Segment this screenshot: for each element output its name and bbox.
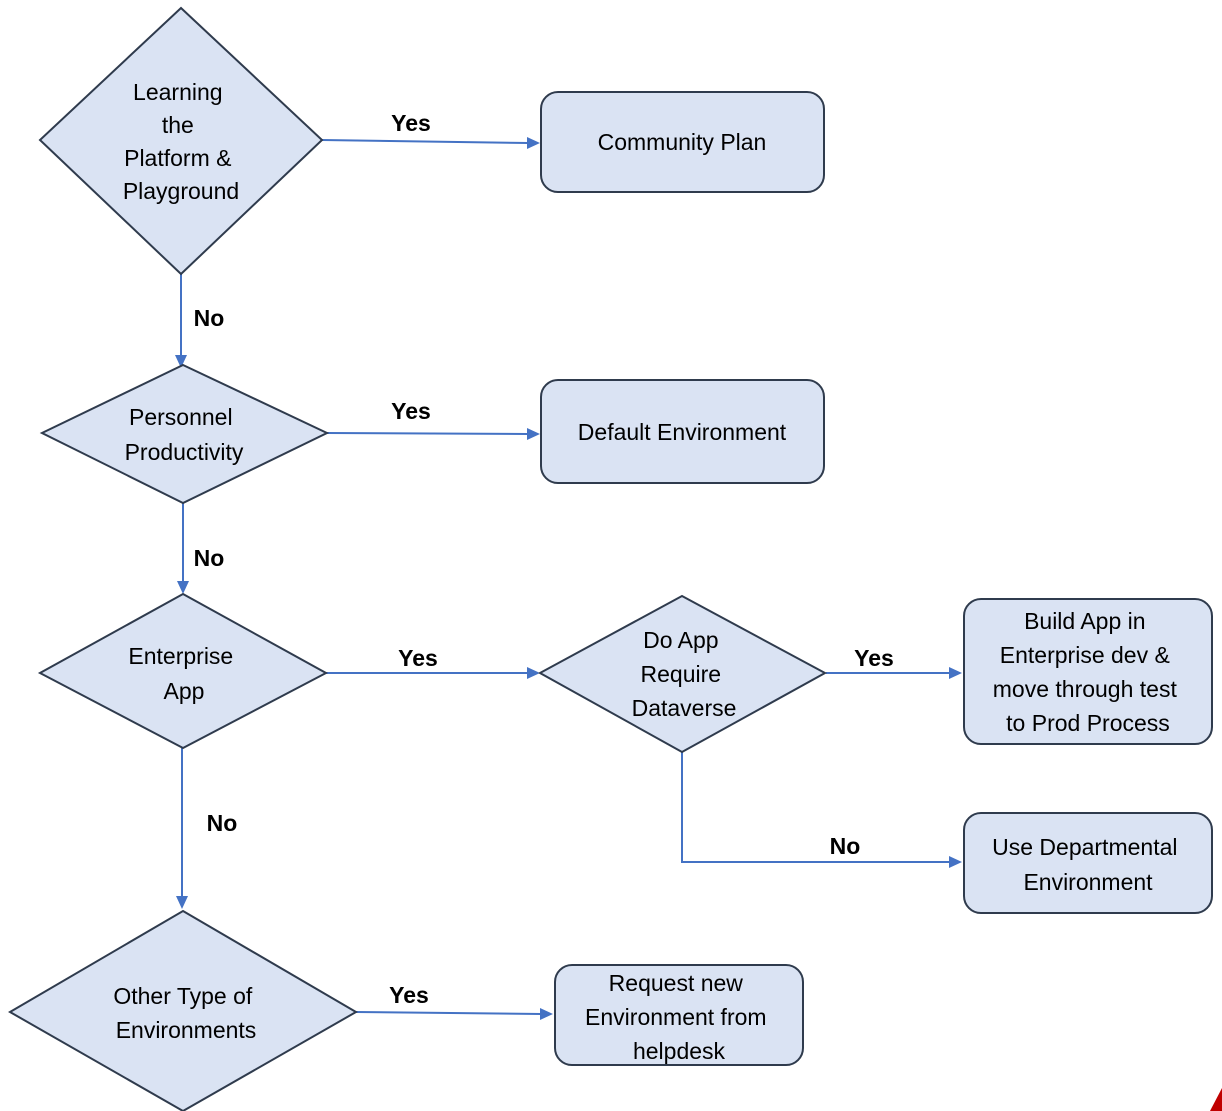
decision-enterprise-line: Enterprise [128,643,233,669]
decision-learning-line: Learning [133,79,223,105]
svg-text:Default Environment: Default Environment [578,419,787,445]
process-request-new-environment: Request new Environment from helpdesk [554,964,804,1066]
svg-text:Build App in Enterprise: Build App in Enterprise dev & move throu… [993,608,1184,736]
process-use-departmental-environment: Use Departmental Environment [963,812,1213,914]
edge-enterprise-app-to-other-environments [176,748,188,909]
edge-personnel-to-enterprise-app [177,503,189,594]
decision-learning-the-platform: Learning the Platform & Playground [38,6,324,276]
decision-learning-line: the [162,112,194,138]
decision-dataverse-line: Do App [643,627,718,653]
edge-enterprise-app-to-dataverse [326,667,540,679]
edge-learning-to-personnel [175,274,187,368]
process-build-app-line: Enterprise dev & [1000,642,1170,668]
edge-dataverse-to-departmental [681,752,962,868]
decision-enterprise-app: Enterprise App [37,592,329,750]
edge-personnel-to-default-environment [326,428,540,440]
decision-dataverse-line: Require [641,661,722,687]
corner-decoration [1210,1088,1222,1111]
process-departmental-line: Environment [1023,869,1153,895]
edge-label-dataverse-yes: Yes [854,645,894,671]
process-community-plan-line: Community Plan [598,129,767,155]
process-community-plan: Community Plan [540,91,825,193]
edge-other-environments-to-request [355,1008,553,1020]
process-request-line: Request new [609,970,744,996]
decision-learning-text: Learning the Platform & Playground [123,79,239,204]
edge-dataverse-to-build-app [826,667,962,679]
process-default-environment-line: Default Environment [578,419,787,445]
decision-other-line: Other Type of [113,983,253,1009]
edge-label-enterprise-no: No [207,810,238,836]
svg-text:Community Plan: Community Plan [598,129,767,155]
decision-other-type-of-environments: Other Type of Environments [8,909,358,1111]
edge-label-enterprise-yes: Yes [398,645,438,671]
process-build-app-line: move through test [993,676,1178,702]
process-departmental-line: Use Departmental [992,834,1177,860]
connectors [175,137,962,1020]
decision-dataverse-line: Dataverse [632,695,737,721]
edge-learning-to-community-plan [321,137,540,149]
decision-personnel-line: Personnel [129,404,233,430]
edge-label-personnel-no: No [194,545,225,571]
edge-labels: Yes No Yes No Yes Yes No No Yes [194,110,894,1008]
decision-personnel-productivity: Personnel Productivity [39,363,330,505]
svg-text:Request new Environment: Request new Environment from helpdesk [585,970,773,1064]
process-request-line: helpdesk [633,1038,726,1064]
svg-text:Enterprise App: Enterprise App [128,643,239,704]
edge-label-learning-yes: Yes [391,110,431,136]
decision-do-app-require-dataverse: Do App Require Dataverse [537,594,828,754]
svg-text:Use Departmental Environ: Use Departmental Environment [992,834,1184,895]
edge-label-dataverse-no: No [830,833,861,859]
process-request-line: Environment from [585,1004,767,1030]
svg-text:Personnel Productivity: Personnel Productivity [125,404,244,465]
svg-text:Do App Require Dat: Do App Require Dataverse [632,627,737,721]
edge-label-other-yes: Yes [389,982,429,1008]
decision-learning-line: Playground [123,178,239,204]
edge-label-learning-no: No [194,305,225,331]
decision-learning-line: Platform & [124,145,231,171]
svg-text:Other Type of Environmen: Other Type of Environments [113,983,258,1043]
edge-label-personnel-yes: Yes [391,398,431,424]
process-build-app: Build App in Enterprise dev & move throu… [963,598,1213,745]
process-default-environment: Default Environment [540,379,825,484]
decision-other-line: Environments [116,1017,257,1043]
process-build-app-line: Build App in [1024,608,1145,634]
process-build-app-line: to Prod Process [1006,710,1170,736]
decision-enterprise-line: App [164,678,205,704]
decision-personnel-line: Productivity [125,439,244,465]
